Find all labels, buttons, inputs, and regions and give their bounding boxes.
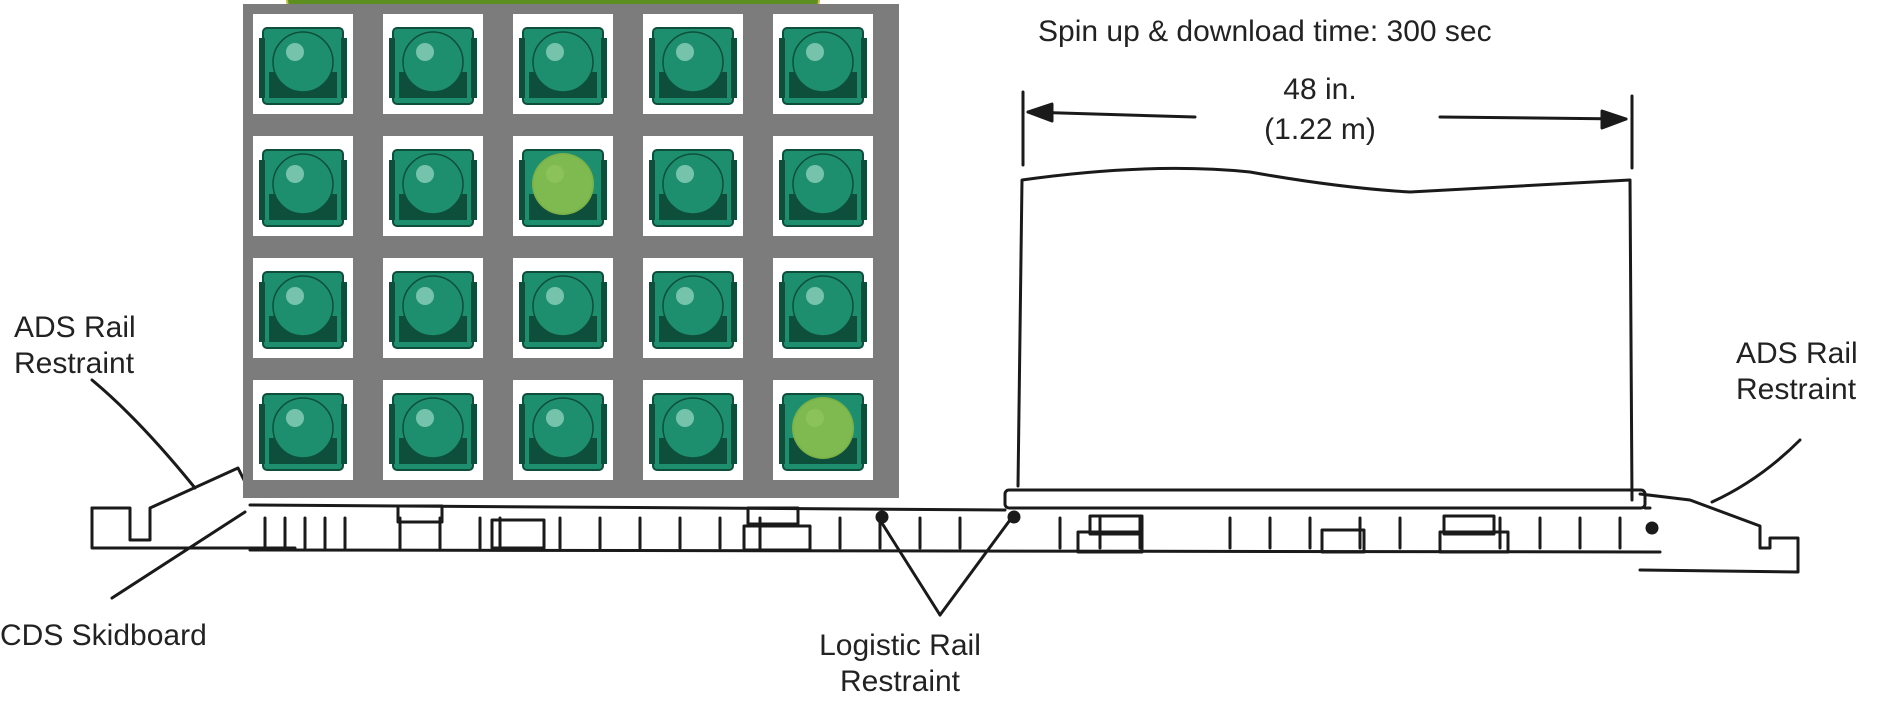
- leader-ads-right: [1710, 438, 1802, 504]
- device-icon: [259, 271, 347, 349]
- device-icon: [389, 271, 477, 349]
- leader-ads-left: [90, 378, 197, 490]
- rail-top-line: [248, 503, 1652, 512]
- ads-rail-left-body: [90, 506, 297, 550]
- rail-bolt: [1007, 510, 1021, 524]
- device-cell: [643, 380, 743, 480]
- device-cell: [253, 14, 353, 114]
- rail-block: [1076, 530, 1144, 554]
- device-cell: [773, 14, 873, 114]
- device-icon: [389, 27, 477, 105]
- device-icon: [259, 27, 347, 105]
- leader-logistic-a: [878, 518, 942, 617]
- device-icon: [519, 271, 607, 349]
- ads-rail-right-label-line1: ADS Rail: [1736, 337, 1858, 370]
- rail-block: [396, 504, 444, 524]
- device-cell: [513, 14, 613, 114]
- rail-bottom-line: [248, 548, 1662, 554]
- device-cell: [253, 258, 353, 358]
- device-icon: [519, 393, 607, 471]
- device-icon: [259, 149, 347, 227]
- ads-rail-left-label-line1: ADS Rail: [14, 311, 136, 344]
- rail-bolt: [875, 510, 889, 524]
- rail-block: [1088, 514, 1144, 536]
- device-icon: [779, 271, 867, 349]
- device-grid: [243, 4, 899, 498]
- device-cell: [513, 136, 613, 236]
- ads-rail-right-ramp: [1638, 492, 1800, 574]
- dimension-inches: 48 in.: [1283, 73, 1357, 106]
- device-icon: [389, 149, 477, 227]
- logistic-rail-label-line2: Restraint: [839, 665, 961, 698]
- device-cell: [253, 380, 353, 480]
- device-cell: [773, 136, 873, 236]
- device-icon: [649, 271, 737, 349]
- device-icon: [649, 27, 737, 105]
- device-cell: [643, 14, 743, 114]
- rail-block: [746, 506, 800, 526]
- leader-logistic-b: [938, 518, 1012, 617]
- rail-bolt: [1645, 521, 1659, 535]
- device-icon: [649, 149, 737, 227]
- spin-up-text: Spin up & download time: 300 sec: [1038, 15, 1492, 48]
- rail-block: [1320, 528, 1366, 554]
- highlighted-device-icon: [519, 149, 607, 227]
- rail-teeth: [263, 516, 1622, 550]
- rail-block: [742, 524, 812, 552]
- pallet-deck-right: [1003, 488, 1647, 510]
- device-cell: [643, 258, 743, 358]
- device-cell: [383, 14, 483, 114]
- device-cell: [383, 258, 483, 358]
- device-cell: [513, 380, 613, 480]
- highlighted-device-icon: [779, 393, 867, 471]
- logistic-rail-label-line1: Logistic Rail: [819, 629, 981, 662]
- cargo-load-outline: [1016, 166, 1634, 502]
- device-icon: [519, 27, 607, 105]
- leader-cds: [110, 510, 247, 600]
- dimension-meters: (1.22 m): [1264, 113, 1376, 146]
- device-cell: [253, 136, 353, 236]
- device-icon: [389, 393, 477, 471]
- dimension-arrowhead-right: [1600, 109, 1628, 130]
- device-cell: [513, 258, 613, 358]
- device-cell: [643, 136, 743, 236]
- device-icon: [259, 393, 347, 471]
- dimension-arrowhead-left: [1026, 102, 1054, 123]
- device-icon: [649, 393, 737, 471]
- dimension-line-right: [1438, 115, 1628, 121]
- dimension-line-left: [1026, 110, 1197, 119]
- ads-rail-left-label-line2: Restraint: [14, 347, 135, 380]
- device-cell: [773, 380, 873, 480]
- rail-block: [490, 518, 546, 550]
- rail-block: [1442, 514, 1496, 536]
- cds-skidboard-label: CDS Skidboard: [0, 619, 207, 652]
- device-cell: [773, 258, 873, 358]
- rail-block: [1438, 530, 1510, 554]
- device-icon: [779, 149, 867, 227]
- device-cell: [383, 136, 483, 236]
- ads-rail-right-label-line2: Restraint: [1736, 373, 1857, 406]
- device-cell: [383, 380, 483, 480]
- device-icon: [779, 27, 867, 105]
